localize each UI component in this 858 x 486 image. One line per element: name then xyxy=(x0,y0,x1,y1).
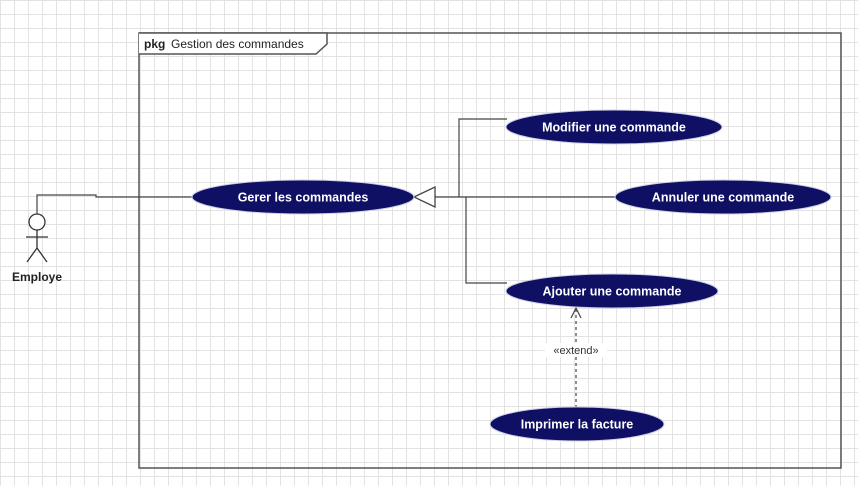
extend-label: «extend» xyxy=(553,345,598,357)
use-case-ellipse xyxy=(614,179,832,215)
package-tab xyxy=(139,32,328,55)
package-keyword: pkg xyxy=(144,37,165,51)
use-case-ellipse xyxy=(505,109,723,145)
use-case-gerer[interactable]: Gerer les commandes xyxy=(191,179,415,215)
actor-employe[interactable]: Employe xyxy=(12,213,62,284)
package-border xyxy=(138,32,842,469)
package-title: Gestion des commandes xyxy=(171,37,304,51)
generalization-arrowhead xyxy=(412,185,436,209)
use-case-modifier[interactable]: Modifier une commande xyxy=(505,109,723,145)
generalization-line-ajouter[interactable] xyxy=(465,197,507,284)
use-case-label: Modifier une commande xyxy=(542,121,686,135)
use-case-annuler[interactable]: Annuler une commande xyxy=(614,179,832,215)
package-frame[interactable]: pkg Gestion des commandes xyxy=(138,32,842,469)
use-case-ellipse xyxy=(191,179,415,215)
use-case-label: Gerer les commandes xyxy=(238,191,369,205)
use-case-label: Ajouter une commande xyxy=(543,285,682,299)
actor-head xyxy=(28,213,46,231)
use-case-imprimer[interactable]: Imprimer la facture xyxy=(489,406,665,442)
actor-left-leg xyxy=(26,247,38,263)
use-case-ajouter[interactable]: Ajouter une commande xyxy=(505,273,719,309)
use-case-ellipse xyxy=(505,273,719,309)
extend-arrowhead xyxy=(570,306,582,319)
extend-label-bg xyxy=(545,343,607,357)
association-line[interactable] xyxy=(36,194,193,214)
generalization-line-modifier[interactable] xyxy=(458,118,507,197)
use-case-ellipse xyxy=(489,406,665,442)
use-case-label: Imprimer la facture xyxy=(521,418,634,432)
actor-right-leg xyxy=(36,247,48,263)
actor-label: Employe xyxy=(12,270,62,284)
use-case-label: Annuler une commande xyxy=(652,191,794,205)
